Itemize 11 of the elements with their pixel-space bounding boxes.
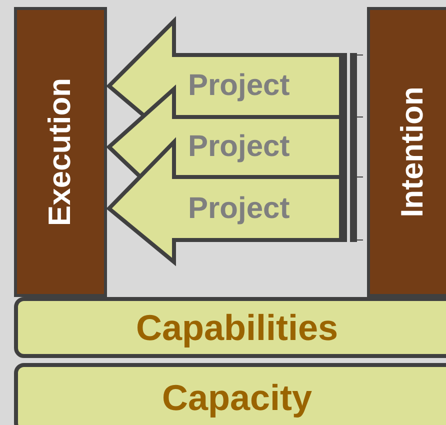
layer-label: Capabilities (136, 310, 338, 346)
arrow-label: Project (187, 190, 291, 226)
arrow-label: Project (187, 129, 291, 165)
layer-bar (14, 363, 446, 425)
arrow-label: Project (187, 68, 291, 104)
column-label: Execution (42, 78, 78, 226)
column-label: Intention (394, 86, 430, 218)
layer-label: Capacity (162, 380, 312, 416)
column-box (14, 7, 107, 297)
column-box (367, 7, 446, 297)
layer-bar (14, 297, 446, 358)
